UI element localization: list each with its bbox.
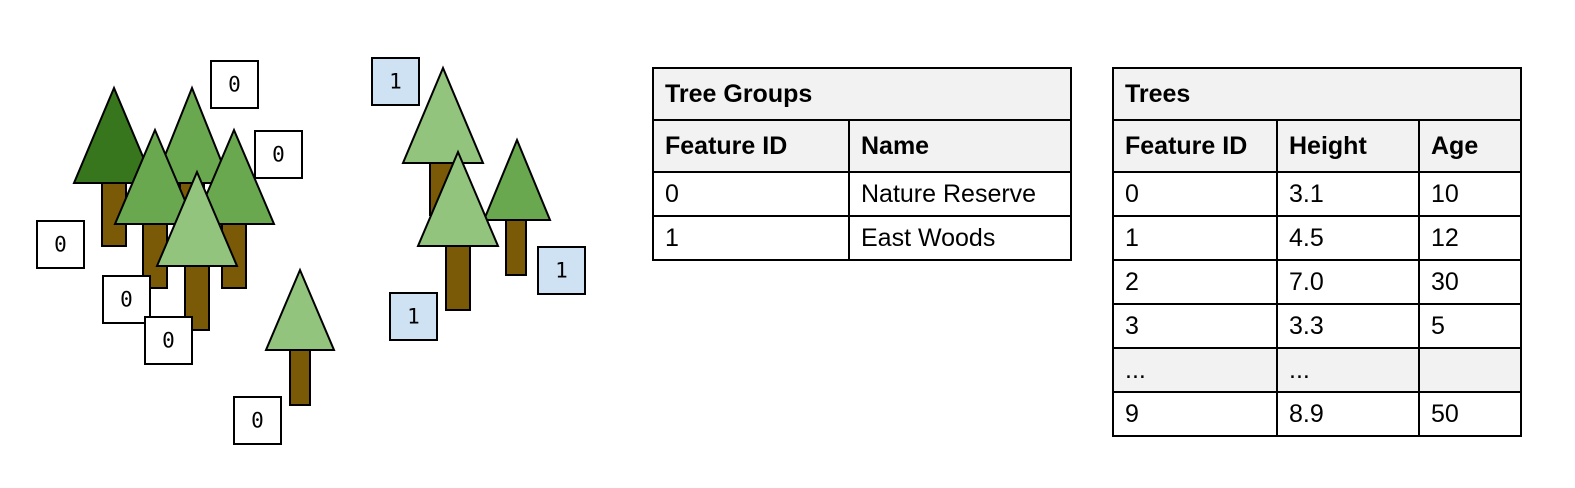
badge-label: 0 xyxy=(120,288,133,312)
forest-illustration: 0 0 0 0 0 0 1 1 1 xyxy=(36,57,586,445)
badge-label: 1 xyxy=(555,259,568,283)
tree-age xyxy=(1418,347,1522,393)
tree-groups-table: Tree Groups Feature ID Name 0 Nature Res… xyxy=(652,67,1072,261)
tree-feature-id: 2 xyxy=(1112,259,1278,305)
tree-height: 3.1 xyxy=(1276,171,1420,217)
feature-id-badge-group-0: 0 xyxy=(233,396,282,445)
tree-0-5 xyxy=(264,267,336,406)
trees-table: Trees Feature ID Height Age 0 3.1 10 1 4… xyxy=(1112,67,1522,437)
badge-box xyxy=(254,130,303,179)
tree-height: 8.9 xyxy=(1276,391,1420,437)
tree-1-7 xyxy=(482,137,552,276)
badge-label: 1 xyxy=(407,305,420,329)
tree-group-name: East Woods xyxy=(848,215,1072,261)
badge-box xyxy=(102,275,151,324)
tree-crown xyxy=(72,85,156,184)
table-row: 0 Nature Reserve xyxy=(652,171,1072,217)
trees-header-age: Age xyxy=(1418,119,1522,173)
tree-group-feature-id: 1 xyxy=(652,215,850,261)
feature-id-badge-group-0: 0 xyxy=(210,60,259,109)
tree-crown xyxy=(155,169,239,267)
tree-age: 30 xyxy=(1418,259,1522,305)
badge-label: 0 xyxy=(251,409,264,433)
tree-crown xyxy=(482,137,552,221)
feature-id-badge-group-0: 0 xyxy=(254,130,303,179)
table-row: 9 8.9 50 xyxy=(1112,391,1522,437)
tree-height: 3.3 xyxy=(1276,303,1420,349)
tree-feature-id: 9 xyxy=(1112,391,1278,437)
tree-groups-title: Tree Groups xyxy=(652,67,1072,121)
tree-group-feature-id: 0 xyxy=(652,171,850,217)
tree-group-name: Nature Reserve xyxy=(848,171,1072,217)
badge-box xyxy=(371,57,420,106)
badge-label: 0 xyxy=(162,329,175,353)
badge-box xyxy=(36,220,85,269)
trees-title: Trees xyxy=(1112,67,1522,121)
tree-age: 5 xyxy=(1418,303,1522,349)
tree-height: 4.5 xyxy=(1276,215,1420,261)
table-row: 2 7.0 30 xyxy=(1112,259,1522,305)
table-row: 0 3.1 10 xyxy=(1112,171,1522,217)
feature-id-badge-group-1: 1 xyxy=(537,246,586,295)
table-row-ellipsis: ... ... xyxy=(1112,347,1522,393)
tree-groups-header-name: Name xyxy=(848,119,1072,173)
badge-label: 0 xyxy=(54,233,67,257)
table-row: 1 East Woods xyxy=(652,215,1072,261)
table-row: 3 3.3 5 xyxy=(1112,303,1522,349)
tree-trunk xyxy=(445,237,471,311)
tree-height: 7.0 xyxy=(1276,259,1420,305)
tree-feature-id: 0 xyxy=(1112,171,1278,217)
badge-box xyxy=(210,60,259,109)
feature-id-badge-group-0: 0 xyxy=(102,275,151,324)
badge-label: 1 xyxy=(389,70,402,94)
tree-crown xyxy=(264,267,336,351)
tree-crown xyxy=(401,65,485,164)
badge-box xyxy=(144,316,193,365)
badge-label: 0 xyxy=(272,143,285,167)
tree-trunk xyxy=(505,211,527,276)
tree-crown xyxy=(416,149,500,247)
tree-feature-id: ... xyxy=(1112,347,1278,393)
trees-header-height: Height xyxy=(1276,119,1420,173)
tree-1-8 xyxy=(416,149,500,311)
badge-box xyxy=(233,396,282,445)
badge-box xyxy=(389,292,438,341)
feature-id-badge-group-0: 0 xyxy=(144,316,193,365)
tree-groups-header-feature-id: Feature ID xyxy=(652,119,850,173)
tree-age: 50 xyxy=(1418,391,1522,437)
tree-feature-id: 1 xyxy=(1112,215,1278,261)
feature-id-badge-group-1: 1 xyxy=(389,292,438,341)
tree-crown xyxy=(113,127,197,225)
tree-0-3 xyxy=(192,127,276,289)
feature-id-badge-group-1: 1 xyxy=(371,57,420,106)
tree-age: 12 xyxy=(1418,215,1522,261)
trees-header-feature-id: Feature ID xyxy=(1112,119,1278,173)
badge-box xyxy=(537,246,586,295)
tree-height: ... xyxy=(1276,347,1420,393)
tree-trunk xyxy=(289,344,311,406)
table-row: 1 4.5 12 xyxy=(1112,215,1522,261)
tree-age: 10 xyxy=(1418,171,1522,217)
tree-feature-id: 3 xyxy=(1112,303,1278,349)
badge-label: 0 xyxy=(228,73,241,97)
feature-id-badge-group-0: 0 xyxy=(36,220,85,269)
